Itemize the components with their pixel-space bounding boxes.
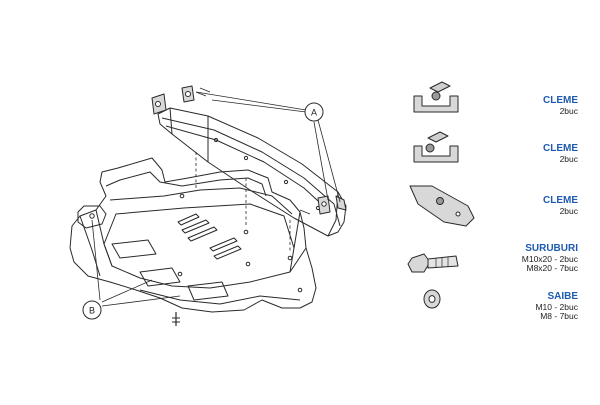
cutout-bottom-left — [139, 267, 181, 287]
part-label-1: CLEME 2buc — [543, 95, 578, 116]
plate-bracket-icon — [409, 185, 475, 227]
part-name: CLEME — [543, 195, 578, 206]
callout-b: B — [82, 300, 102, 320]
callout-a: A — [304, 102, 324, 122]
bracket-icon — [413, 81, 459, 113]
washer-icon — [423, 289, 441, 309]
skid-plate-outline — [69, 157, 317, 313]
alignment-lines — [195, 152, 291, 252]
part-qty: M8 - 7buc — [540, 311, 578, 322]
part-label-4: SURUBURI M10x20 - 2buc M8x20 - 7buc — [522, 243, 578, 274]
part-name: CLEME — [543, 95, 578, 106]
part-label-3: CLEME 2buc — [543, 195, 578, 216]
leader-lines — [91, 91, 341, 307]
crossmember-outline — [157, 107, 347, 237]
callout-b-label: B — [89, 306, 95, 316]
part-qty: 2buc — [559, 205, 578, 216]
cutout-left — [111, 239, 157, 259]
part-label-2: CLEME 2buc — [543, 143, 578, 164]
bracket-icon — [413, 131, 459, 163]
cutout-bottom-right — [187, 281, 229, 301]
part-qty: M10x20 - 2buc — [521, 253, 578, 264]
part-qty: M8x20 - 7buc — [526, 263, 579, 274]
parts-icons — [407, 81, 475, 309]
part-qty: M10 - 2buc — [535, 301, 578, 312]
part-name: SURUBURI — [525, 243, 578, 254]
crossmember-drawing — [151, 85, 347, 237]
part-qty: 2buc — [559, 105, 578, 116]
skid-plate-drawing — [69, 157, 317, 326]
left-mounting-tab — [77, 205, 107, 229]
part-qty: 2buc — [559, 153, 578, 164]
bolt-icon — [407, 253, 459, 273]
part-name: SAIBE — [547, 291, 578, 302]
part-name: CLEME — [543, 143, 578, 154]
callout-a-label: A — [311, 108, 317, 118]
part-label-5: SAIBE M10 - 2buc M8 - 7buc — [535, 291, 578, 322]
ventilation-slots — [177, 213, 242, 260]
